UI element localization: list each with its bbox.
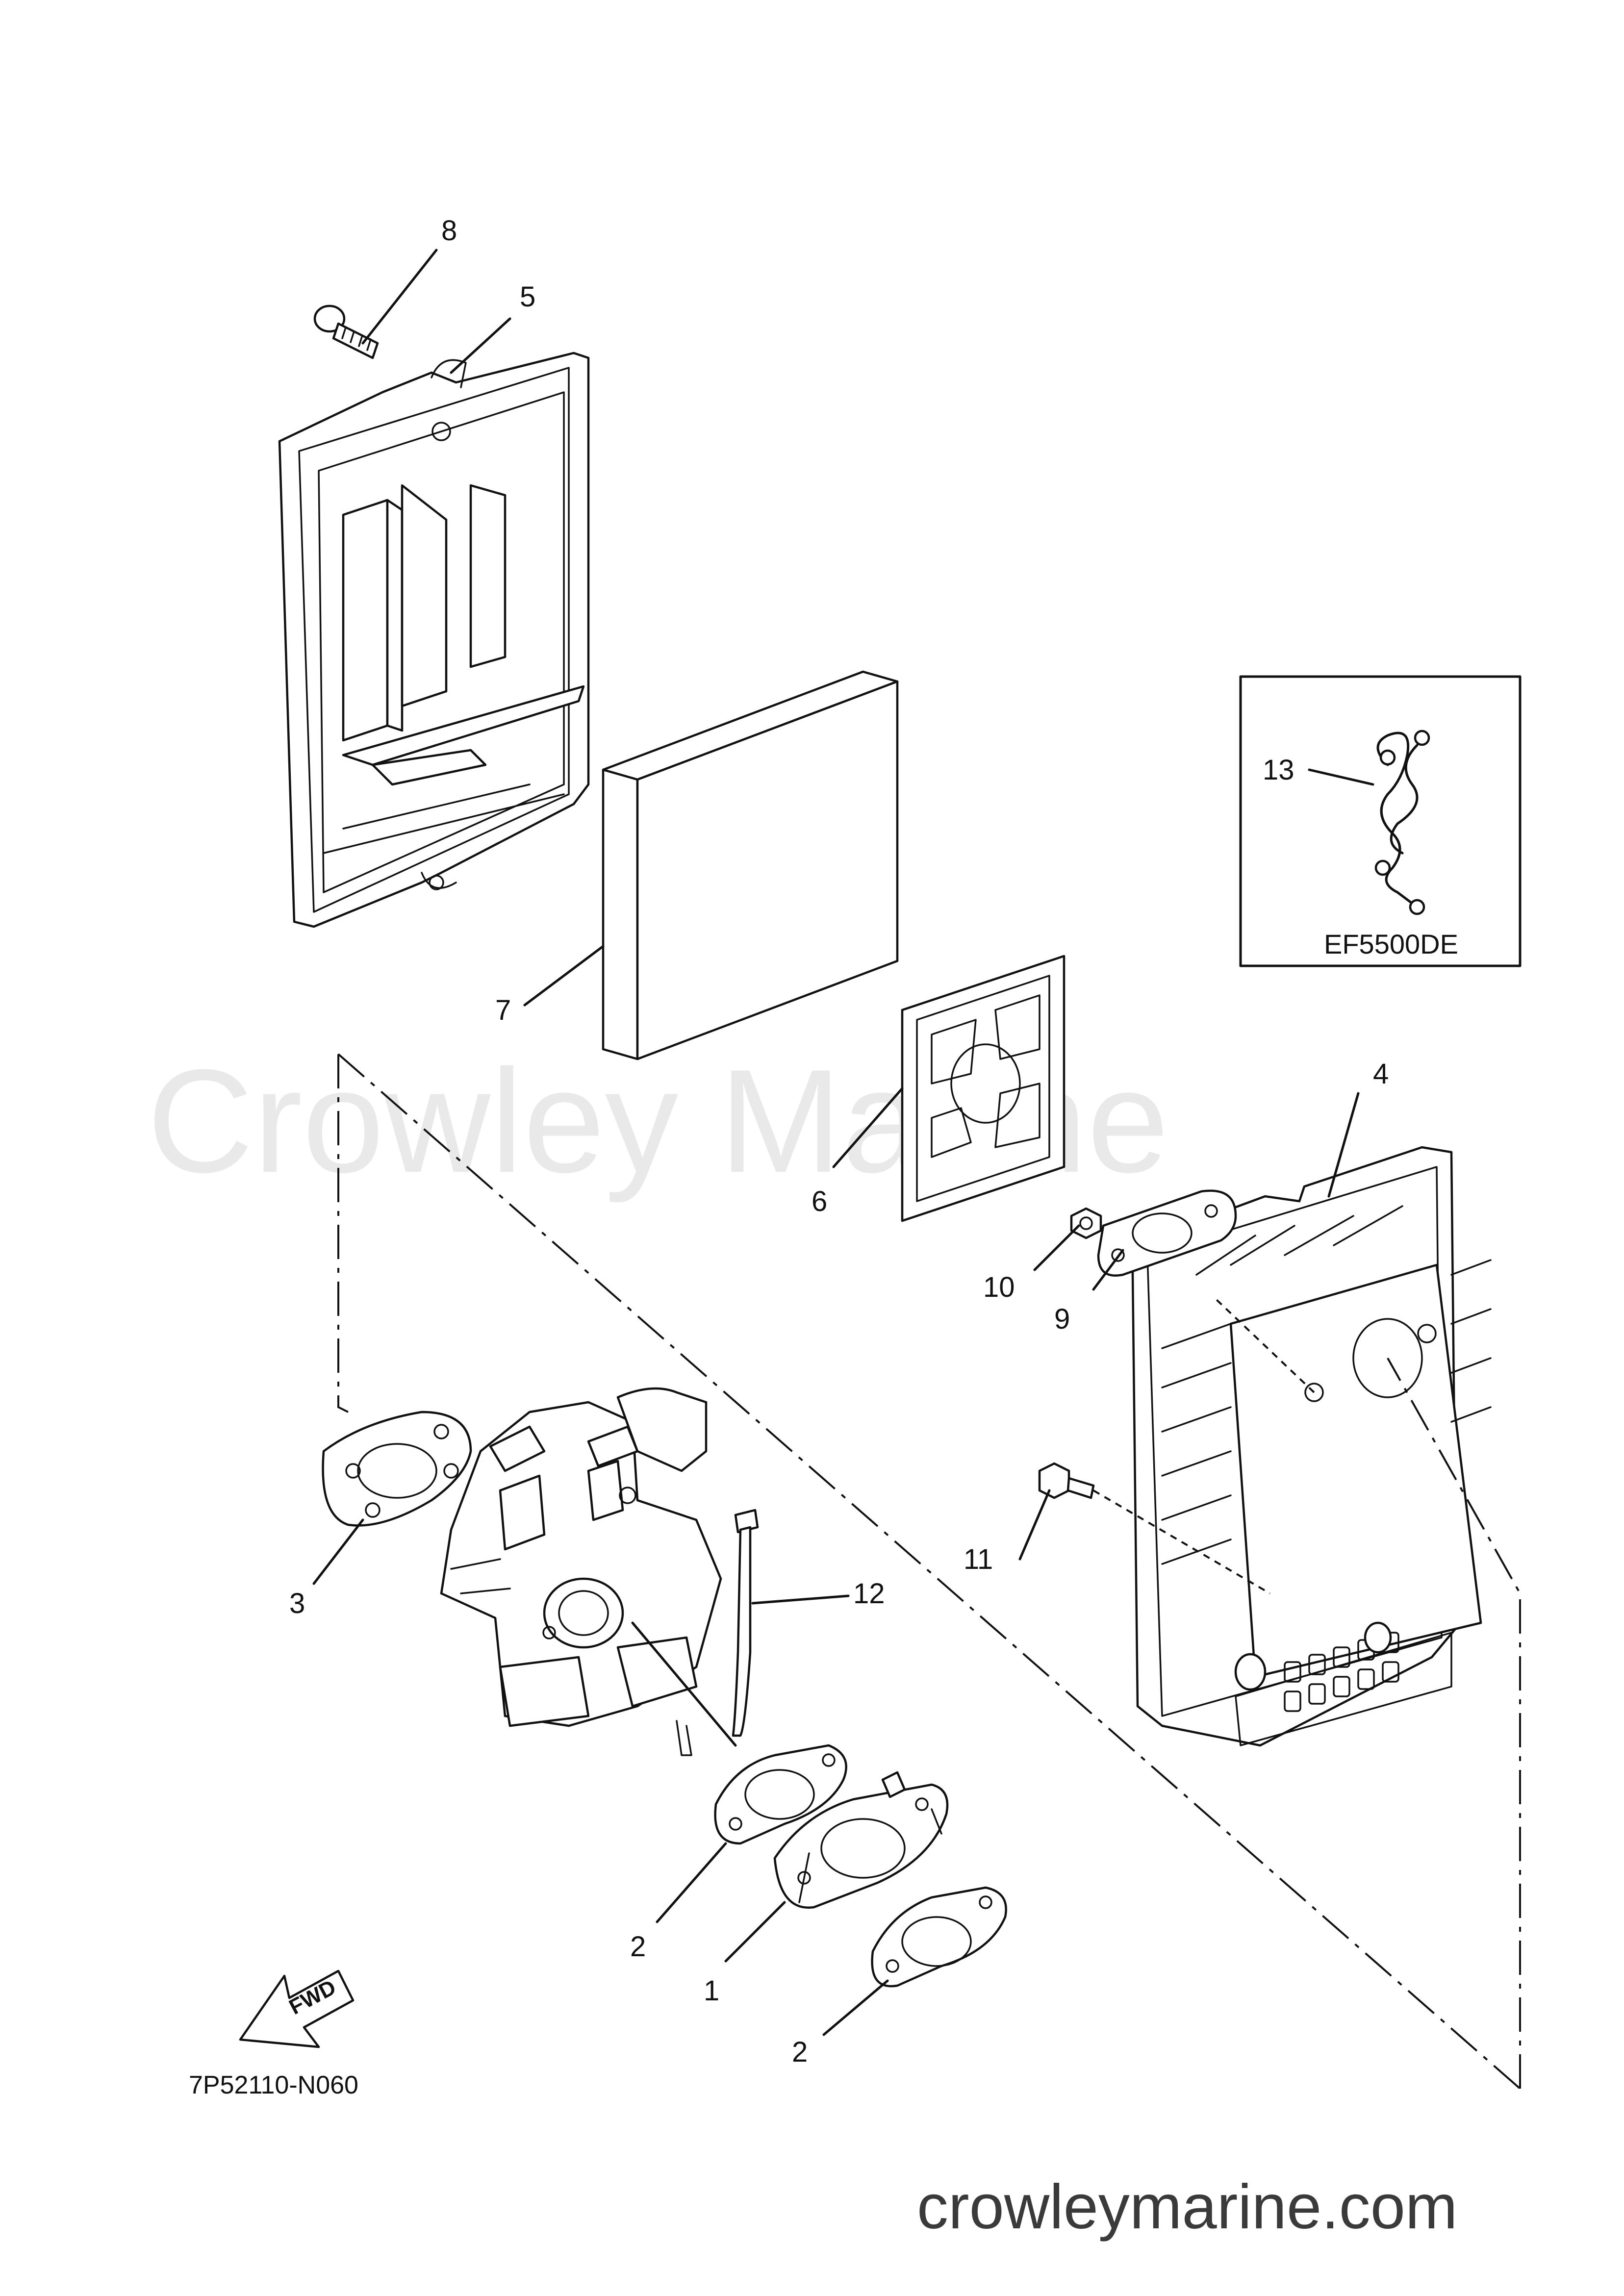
joint-gasket-upper xyxy=(714,1744,847,1845)
variant-label: EF5500DE xyxy=(1324,929,1458,959)
callout-13: 13 xyxy=(1263,754,1294,786)
forward-direction-arrow: FWD xyxy=(239,1969,355,2048)
website-text: crowleymarine.com xyxy=(917,2172,1458,2242)
variant-inset: EF5500DE xyxy=(1239,675,1522,967)
nut xyxy=(1070,1207,1102,1239)
callouts: 8 5 7 6 4 10 9 11 12 3 2 1 2 13 xyxy=(289,215,1389,2068)
callout-5: 5 xyxy=(520,281,535,313)
callout-10: 10 xyxy=(983,1271,1015,1303)
bolt xyxy=(1038,1462,1095,1499)
carburetor-gasket xyxy=(322,1411,472,1527)
diagram-code: 7P52110-N060 xyxy=(189,2071,358,2099)
air-filter-gasket xyxy=(901,955,1066,1222)
joint-gasket-lower xyxy=(871,1886,1007,1988)
tie-band xyxy=(732,1509,759,1737)
air-filter-cover xyxy=(278,352,590,928)
callout-2-upper: 2 xyxy=(630,1931,646,1963)
callout-8: 8 xyxy=(441,215,457,247)
callout-12: 12 xyxy=(853,1578,885,1610)
callout-4: 4 xyxy=(1373,1058,1389,1090)
callout-3: 3 xyxy=(289,1588,305,1619)
air-filter-case xyxy=(1131,1146,1492,1747)
assembly-lines xyxy=(337,1053,1521,2090)
callout-11: 11 xyxy=(964,1543,993,1575)
callout-7: 7 xyxy=(495,994,511,1026)
leader-lines xyxy=(312,249,1374,2036)
callout-6: 6 xyxy=(812,1186,827,1217)
carburetor xyxy=(440,1387,722,1756)
intake-joint xyxy=(773,1771,949,1909)
screw xyxy=(313,304,379,359)
case-gasket xyxy=(1097,1189,1237,1277)
callout-2-lower: 2 xyxy=(792,2036,808,2068)
callout-1: 1 xyxy=(704,1975,719,2007)
callout-9: 9 xyxy=(1054,1303,1070,1335)
air-filter-element xyxy=(602,670,899,1060)
